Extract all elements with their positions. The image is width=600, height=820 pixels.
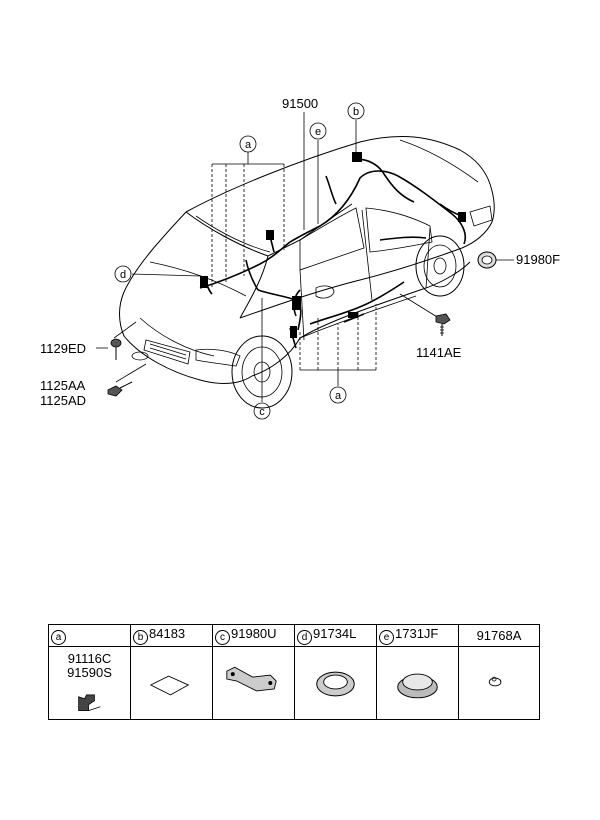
- part-code: 91980U: [231, 626, 277, 641]
- leader-lines: [96, 112, 514, 402]
- part-code: 1731JF: [395, 626, 439, 641]
- bolt-1141ae-part: [435, 313, 451, 336]
- label-1125ad: 1125AD: [40, 393, 86, 408]
- grommet-91980f-part: [477, 251, 497, 269]
- ring-grommet-icon: [316, 671, 355, 697]
- ref-circle-b: b: [347, 102, 365, 120]
- ref-circle-c: c: [253, 402, 271, 420]
- plug-grommet-icon: [397, 673, 438, 699]
- cell-c: [212, 646, 295, 720]
- ref-circle-icon: b: [133, 630, 148, 645]
- ref-circle-a-bottom: a: [329, 386, 347, 404]
- svg-text:d: d: [120, 269, 126, 281]
- clip-icon: [78, 694, 101, 712]
- label-1125aa: 1125AA: [40, 378, 86, 393]
- label-91500: 91500: [282, 96, 318, 111]
- label-91980f: 91980F: [516, 252, 560, 267]
- ref-circle-a-top: a: [239, 135, 257, 153]
- ref-circle-icon: e: [379, 630, 394, 645]
- wiring-harness: [199, 152, 467, 349]
- part-codes-a: 91116C 91590S: [49, 652, 130, 680]
- cell-b: [130, 646, 213, 720]
- small-clip-icon: [488, 676, 502, 687]
- col-f-header: 91768A: [458, 624, 540, 647]
- part-code: 91768A: [476, 628, 522, 643]
- part-code: 84183: [149, 626, 186, 641]
- cell-d: [294, 646, 377, 720]
- col-a-header: a: [48, 624, 131, 647]
- part-code: 91734L: [313, 626, 357, 641]
- ref-circle-d: d: [114, 265, 132, 283]
- bracket-icon: [226, 666, 277, 692]
- svg-text:b: b: [353, 106, 359, 118]
- screw-1129ed-part: [110, 338, 122, 360]
- label-1141ae: 1141AE: [416, 345, 462, 360]
- pad-icon: [149, 675, 190, 696]
- car-body: [119, 135, 495, 409]
- ref-circle-icon: a: [51, 630, 66, 645]
- svg-text:c: c: [259, 406, 265, 418]
- svg-text:e: e: [315, 126, 321, 138]
- parts-table-image-row: 91116C 91590S: [48, 646, 540, 720]
- cell-e: [376, 646, 459, 720]
- ref-circle-icon: d: [297, 630, 312, 645]
- label-1129ed: 1129ED: [40, 341, 86, 356]
- ref-circle-e: e: [309, 122, 327, 140]
- cell-f: [458, 646, 540, 720]
- cell-a: 91116C 91590S: [48, 646, 131, 720]
- svg-text:a: a: [245, 139, 252, 151]
- bolt-1125aa-part: [107, 381, 133, 397]
- part-code: 91116C: [67, 651, 112, 666]
- svg-text:a: a: [335, 390, 342, 402]
- ref-circle-icon: c: [215, 630, 230, 645]
- part-code: 91590S: [67, 665, 112, 680]
